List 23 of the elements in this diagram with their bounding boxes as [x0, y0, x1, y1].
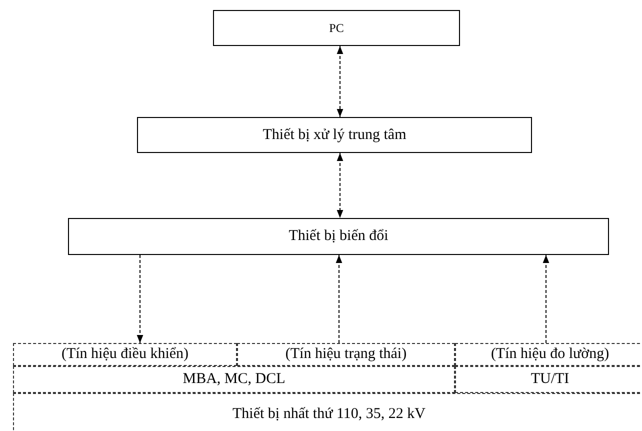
- box-label: PC: [329, 20, 344, 36]
- arrow: [336, 152, 344, 218]
- arrow: [542, 254, 550, 344]
- process-box: [213, 10, 460, 46]
- table-cell: [455, 366, 642, 393]
- arrow: [336, 46, 344, 118]
- box-label: TU/TI: [530, 371, 570, 388]
- arrow: [136, 254, 144, 344]
- arrow: [336, 254, 342, 344]
- table-cell: [13, 393, 642, 431]
- box-label: Thiết bị nhất thứ 110, 35, 22 kV: [232, 406, 426, 422]
- box-label: (Tín hiệu trạng thái): [285, 346, 407, 363]
- box-label: Thiết bị biến đổi: [288, 228, 388, 245]
- box-label: MBA, MC, DCL: [182, 371, 286, 388]
- table-cell: [455, 343, 642, 366]
- box-label: Thiết bị xử lý trung tâm: [262, 126, 406, 144]
- table-cell: [13, 366, 455, 393]
- table-cell: [13, 343, 237, 366]
- process-box: [68, 218, 609, 255]
- table-cell: [237, 343, 455, 366]
- box-label: (Tín hiệu điều khiển): [61, 346, 189, 363]
- box-label: (Tín hiệu đo lường): [490, 346, 610, 363]
- process-box: [137, 117, 532, 153]
